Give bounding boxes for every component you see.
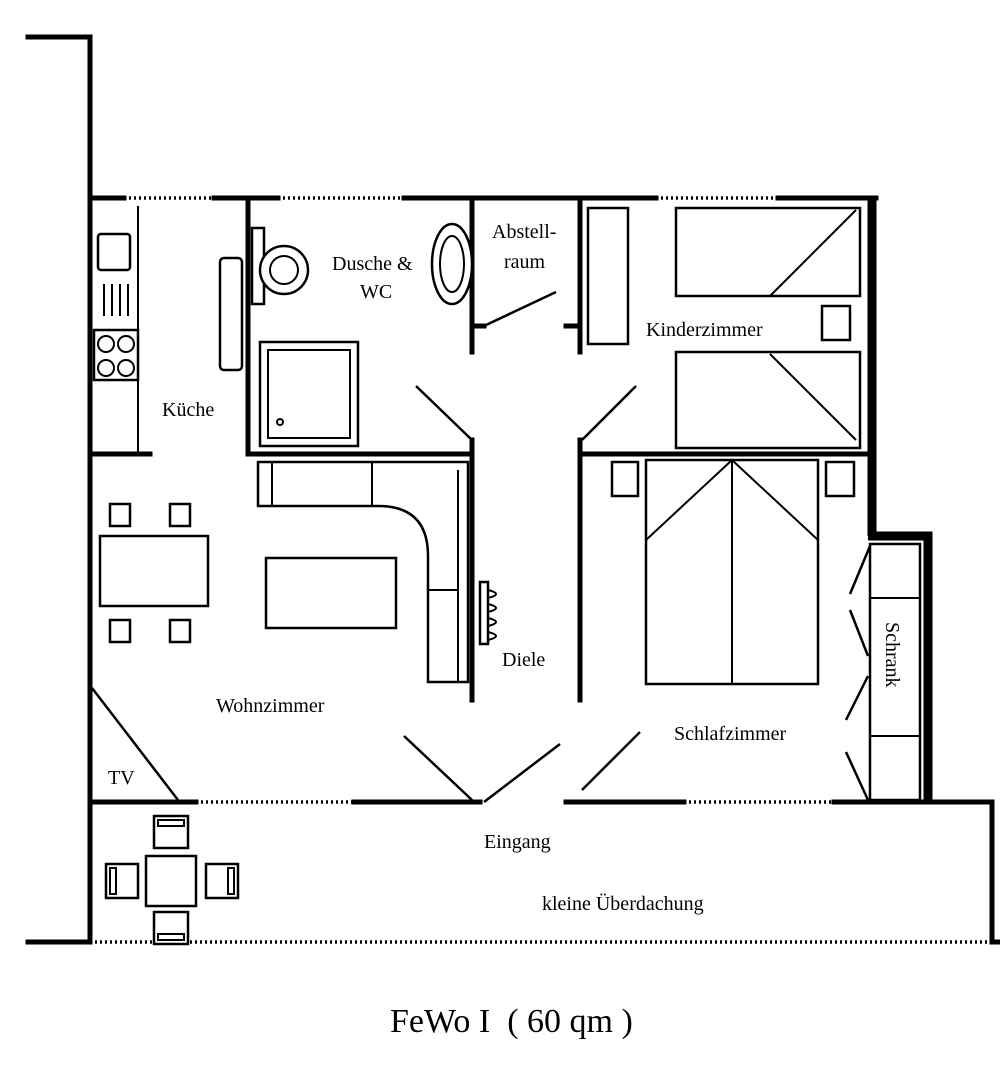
terrace-chair-top-back — [157, 819, 185, 827]
label-schlafzimmer: Schlafzimmer — [674, 723, 787, 745]
door-eingang — [483, 743, 561, 803]
terrace-furniture — [104, 814, 240, 946]
label-schrank: Schrank — [881, 622, 903, 688]
kinderzimmer-furniture — [674, 206, 862, 450]
lower-right-outer-wall — [925, 799, 1000, 945]
terrace-chair-right-back — [227, 867, 235, 895]
tv-corner — [91, 687, 179, 801]
schlafzimmer-furniture — [610, 458, 922, 802]
sink-icon — [96, 232, 132, 272]
terrace-chair-bottom-back — [157, 933, 185, 941]
label-kinderzimmer: Kinderzimmer — [646, 319, 763, 341]
windows — [90, 196, 992, 944]
left-outer-wall — [25, 34, 93, 945]
child-bed-1-fold — [769, 209, 857, 297]
kitchen-furniture — [92, 232, 140, 382]
door-bad — [415, 385, 473, 441]
child-bed-2 — [674, 350, 862, 450]
bidet-inner — [439, 235, 465, 293]
storage-shelf — [586, 206, 630, 346]
label-tv: TV — [108, 767, 135, 789]
terrace-chair-top — [152, 814, 190, 850]
label-wohnzimmer: Wohnzimmer — [216, 695, 325, 717]
label-abstell-line2: raum — [504, 251, 546, 273]
wardrobe-door-4 — [844, 751, 870, 801]
wardrobe-door-2 — [848, 609, 870, 657]
shower-drain — [276, 418, 284, 426]
label-diele: Diele — [502, 649, 545, 671]
corner-sofa — [256, 460, 470, 684]
plan-caption: FeWo I ( 60 qm ) — [390, 1003, 633, 1040]
terrace-chair-right — [204, 862, 240, 900]
child-bed-2-fold — [769, 353, 857, 441]
schrank-bay-wall — [868, 531, 933, 804]
bidet-icon — [430, 222, 474, 306]
terrace-chair-bottom — [152, 910, 190, 946]
label-abstell-line1: Abstell- — [492, 221, 556, 243]
burner-2 — [117, 335, 135, 353]
shower-tray-icon — [258, 340, 360, 448]
nightstand-left — [610, 460, 640, 498]
label-eingang: Eingang — [484, 831, 551, 853]
radiator — [478, 580, 490, 646]
door-wohnzimmer — [403, 735, 473, 801]
label-kueche: Küche — [162, 399, 214, 421]
radiator-coils — [487, 589, 497, 641]
interior-walls — [87, 195, 875, 703]
child-bed-1 — [674, 206, 862, 298]
wohnzimmer-furniture — [98, 460, 497, 684]
dining-chair-1 — [108, 502, 132, 528]
label-dusche-line2: WC — [360, 281, 392, 303]
washbasin-icon — [218, 256, 244, 372]
double-bed-fold-left — [645, 458, 819, 541]
terrace-table — [144, 854, 198, 908]
terrace-chair-left-back — [109, 867, 117, 895]
dining-chair-4 — [168, 618, 192, 644]
burner-3 — [97, 359, 115, 377]
coffee-table — [264, 556, 398, 630]
corner-sofa-inner — [271, 462, 459, 682]
dining-chair-2 — [168, 502, 192, 528]
nightstand-kinder — [820, 304, 852, 342]
burner-1 — [97, 335, 115, 353]
burner-4 — [117, 359, 135, 377]
wardrobe — [868, 542, 922, 802]
nightstand-right — [824, 460, 856, 498]
label-ueberdachung: kleine Überdachung — [542, 892, 704, 915]
wardrobe-door-1 — [848, 545, 872, 595]
door-kinderzimmer — [581, 385, 637, 441]
door-abstellraum — [483, 290, 557, 328]
wardrobe-door-3 — [844, 675, 870, 721]
label-dusche-line1: Dusche & — [332, 253, 413, 275]
dining-table — [98, 534, 210, 608]
dining-chair-3 — [108, 618, 132, 644]
exterior-walls — [25, 34, 1000, 945]
toilet-seat-inner — [269, 255, 299, 285]
room-labels: Küche Dusche & WC Abstell- raum Kinderzi… — [108, 221, 903, 915]
terrace-chair-left — [104, 862, 140, 900]
bathroom-furniture — [218, 222, 474, 448]
doors — [91, 290, 872, 803]
toilet-bowl-icon — [258, 244, 310, 296]
door-schlafzimmer — [581, 731, 641, 791]
shower-tray-inner — [267, 349, 351, 439]
